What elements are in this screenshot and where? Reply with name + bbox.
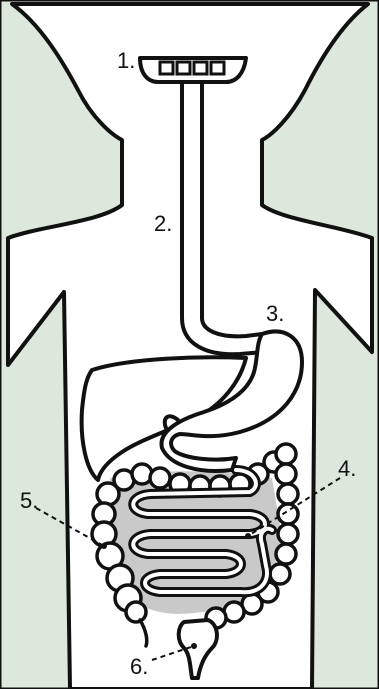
mouth xyxy=(140,58,246,82)
label-esophagus: 2. xyxy=(154,211,172,236)
label-stomach: 3. xyxy=(266,301,284,326)
label-mouth: 1. xyxy=(117,48,135,73)
pointer-dot-6 xyxy=(191,643,197,649)
pointer-dot-4 xyxy=(245,533,251,539)
pointer-dot-5 xyxy=(101,543,107,549)
label-small-intestine: 4. xyxy=(338,456,356,481)
label-large-intestine: 5. xyxy=(20,488,38,513)
label-rectum: 6. xyxy=(130,654,148,679)
